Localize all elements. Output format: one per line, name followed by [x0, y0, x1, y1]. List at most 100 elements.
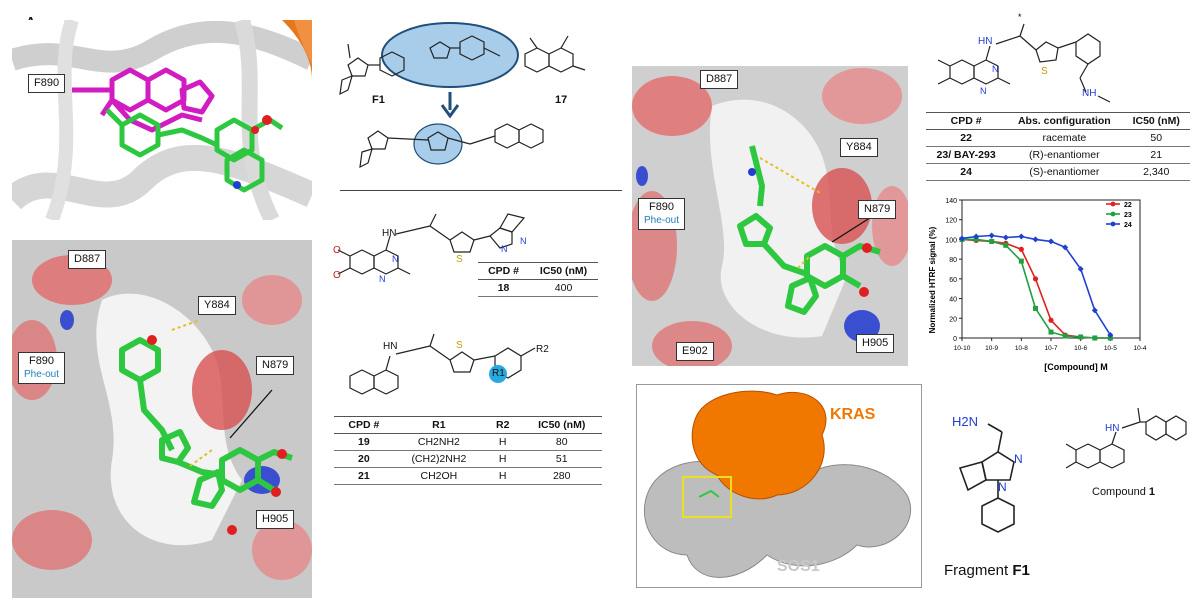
table-cell: (R)-enantiomer [1006, 146, 1123, 164]
data-point [989, 238, 995, 244]
data-point [1032, 276, 1039, 282]
x-tick-label: 10-5 [1104, 345, 1117, 352]
svg-text:S: S [456, 254, 463, 265]
residue-y884-label-b: Y884 [198, 296, 236, 315]
kras-label: KRAS [830, 406, 876, 423]
y-tick-label: 140 [945, 198, 957, 205]
fragment-f1-structure [958, 423, 1015, 533]
y-tick-label: 80 [949, 257, 957, 264]
x-tick-label: 10-4 [1133, 345, 1146, 352]
phe-out-text-b: Phe-out [24, 369, 60, 380]
compound-1-hn: HN [1105, 423, 1120, 434]
sos1-label: SOS1 [777, 558, 820, 575]
compound-18-nh: HN [382, 228, 397, 239]
data-point [1062, 244, 1069, 251]
table-c-header-config: Abs. configuration [1006, 112, 1123, 130]
table-row: 23/ BAY-293 (R)-enantiomer 21 [926, 146, 1190, 164]
kras-sos1-surface-panel: KRAS SOS1 [636, 384, 922, 588]
chart-x-axis-label: [Compound] M [1044, 362, 1107, 372]
legend-label: 24 [1124, 222, 1132, 229]
svg-text:*: * [1018, 12, 1022, 22]
legend-marker [1110, 201, 1116, 207]
residue-f890-text-c: F890 [648, 201, 675, 213]
residue-d887-label-b: D887 [68, 250, 107, 269]
y-tick-label: 20 [949, 316, 957, 323]
data-point [1062, 333, 1068, 339]
table-compounds-19-21: CPD # R1 R2 IC50 (nM) 19 CH2NH2 H 80 20 … [334, 416, 602, 485]
svg-text:N: N [520, 236, 527, 246]
y-tick-label: 60 [949, 277, 957, 284]
residue-e902-label-c: E902 [676, 342, 714, 361]
x-tick-label: 10-7 [1044, 345, 1057, 352]
residue-f890-label-b: F890 Phe-out [18, 352, 66, 384]
x-tick-label: 10-8 [1015, 345, 1028, 352]
legend-label: 23 [1124, 212, 1132, 219]
compound-1-structure [1065, 407, 1187, 469]
r-series-r2: R2 [536, 344, 549, 355]
compound-18-structure: S N N N N [337, 213, 527, 284]
table-row: 21 CH2OH H 280 [334, 467, 602, 485]
data-point [1077, 266, 1084, 272]
data-point [1107, 332, 1114, 339]
panel-a-structure-image [12, 20, 312, 220]
table-c-header-ic50: IC50 (nM) [1122, 112, 1190, 130]
table-cell: 19 [334, 433, 394, 451]
data-point [1048, 329, 1054, 335]
table-compound-18: CPD # IC50 (nM) 18 400 [478, 262, 598, 297]
data-point [1018, 246, 1024, 252]
residue-n879-label-c: N879 [858, 200, 897, 219]
svg-text:N: N [980, 86, 987, 96]
residue-h905-label-c: H905 [856, 334, 895, 353]
table-row: 19 CH2NH2 H 80 [334, 433, 602, 451]
fragment-f1-caption-prefix: Fragment [944, 562, 1013, 579]
table-r-header-r1: R1 [393, 416, 484, 434]
table-cell: 21 [334, 467, 394, 485]
table-18-header-ic50: IC50 (nM) [529, 262, 598, 280]
data-point [988, 232, 995, 239]
panel-b-surface-image [12, 240, 312, 598]
residue-f890-text-b: F890 [28, 355, 55, 367]
table-cell: 24 [926, 163, 1007, 181]
residue-h905-label-b: H905 [256, 510, 295, 529]
chart-series [959, 232, 1114, 341]
r-series-r1: R1 [492, 368, 505, 379]
fragment-f1-h2n: H2N [952, 414, 979, 429]
compound-18-o1: O [333, 245, 341, 256]
residue-f890-label-a: F890 [28, 74, 66, 93]
table-cell: 2,340 [1122, 163, 1190, 181]
table-c-header-cpd: CPD # [926, 112, 1007, 130]
data-point [1078, 334, 1084, 340]
series-line-24 [961, 234, 1111, 336]
y-tick-label: 100 [945, 237, 957, 244]
table-cell: 51 [521, 450, 602, 468]
data-point [1002, 234, 1009, 241]
table-cell: (CH2)2NH2 [393, 450, 484, 468]
table-row: 24 (S)-enantiomer 2,340 [926, 163, 1190, 181]
data-point [1003, 242, 1009, 248]
residue-y884-label-c: Y884 [840, 138, 878, 157]
compound-1-caption: Compound 1 [1092, 486, 1155, 498]
table-cell: H [483, 467, 522, 485]
compound-1-caption-name: 1 [1148, 486, 1155, 498]
table-cell: CH2OH [393, 467, 484, 485]
data-point [1018, 258, 1024, 264]
y-tick-label: 120 [945, 218, 957, 225]
svg-text:N: N [992, 64, 999, 74]
compound-22-hn: HN [978, 36, 993, 47]
kras-sos1-surface-image: KRAS SOS1 [643, 390, 912, 578]
compound-19-21-structure: S [349, 333, 536, 395]
svg-text:S: S [456, 340, 463, 351]
table-r-header-cpd: CPD # [334, 416, 394, 434]
data-point [1032, 305, 1038, 311]
table-cell: H [483, 433, 522, 451]
y-tick-label: 0 [953, 336, 957, 343]
table-cell: (S)-enantiomer [1006, 163, 1123, 181]
table-cell: racemate [1006, 129, 1123, 147]
legend-label: 22 [1124, 202, 1132, 209]
svg-text:N: N [379, 274, 386, 284]
fragment-f1-n1: N [1014, 452, 1023, 466]
data-point [1092, 335, 1098, 341]
table-row: 20 (CH2)2NH2 H 51 [334, 450, 602, 468]
data-point [973, 233, 980, 240]
